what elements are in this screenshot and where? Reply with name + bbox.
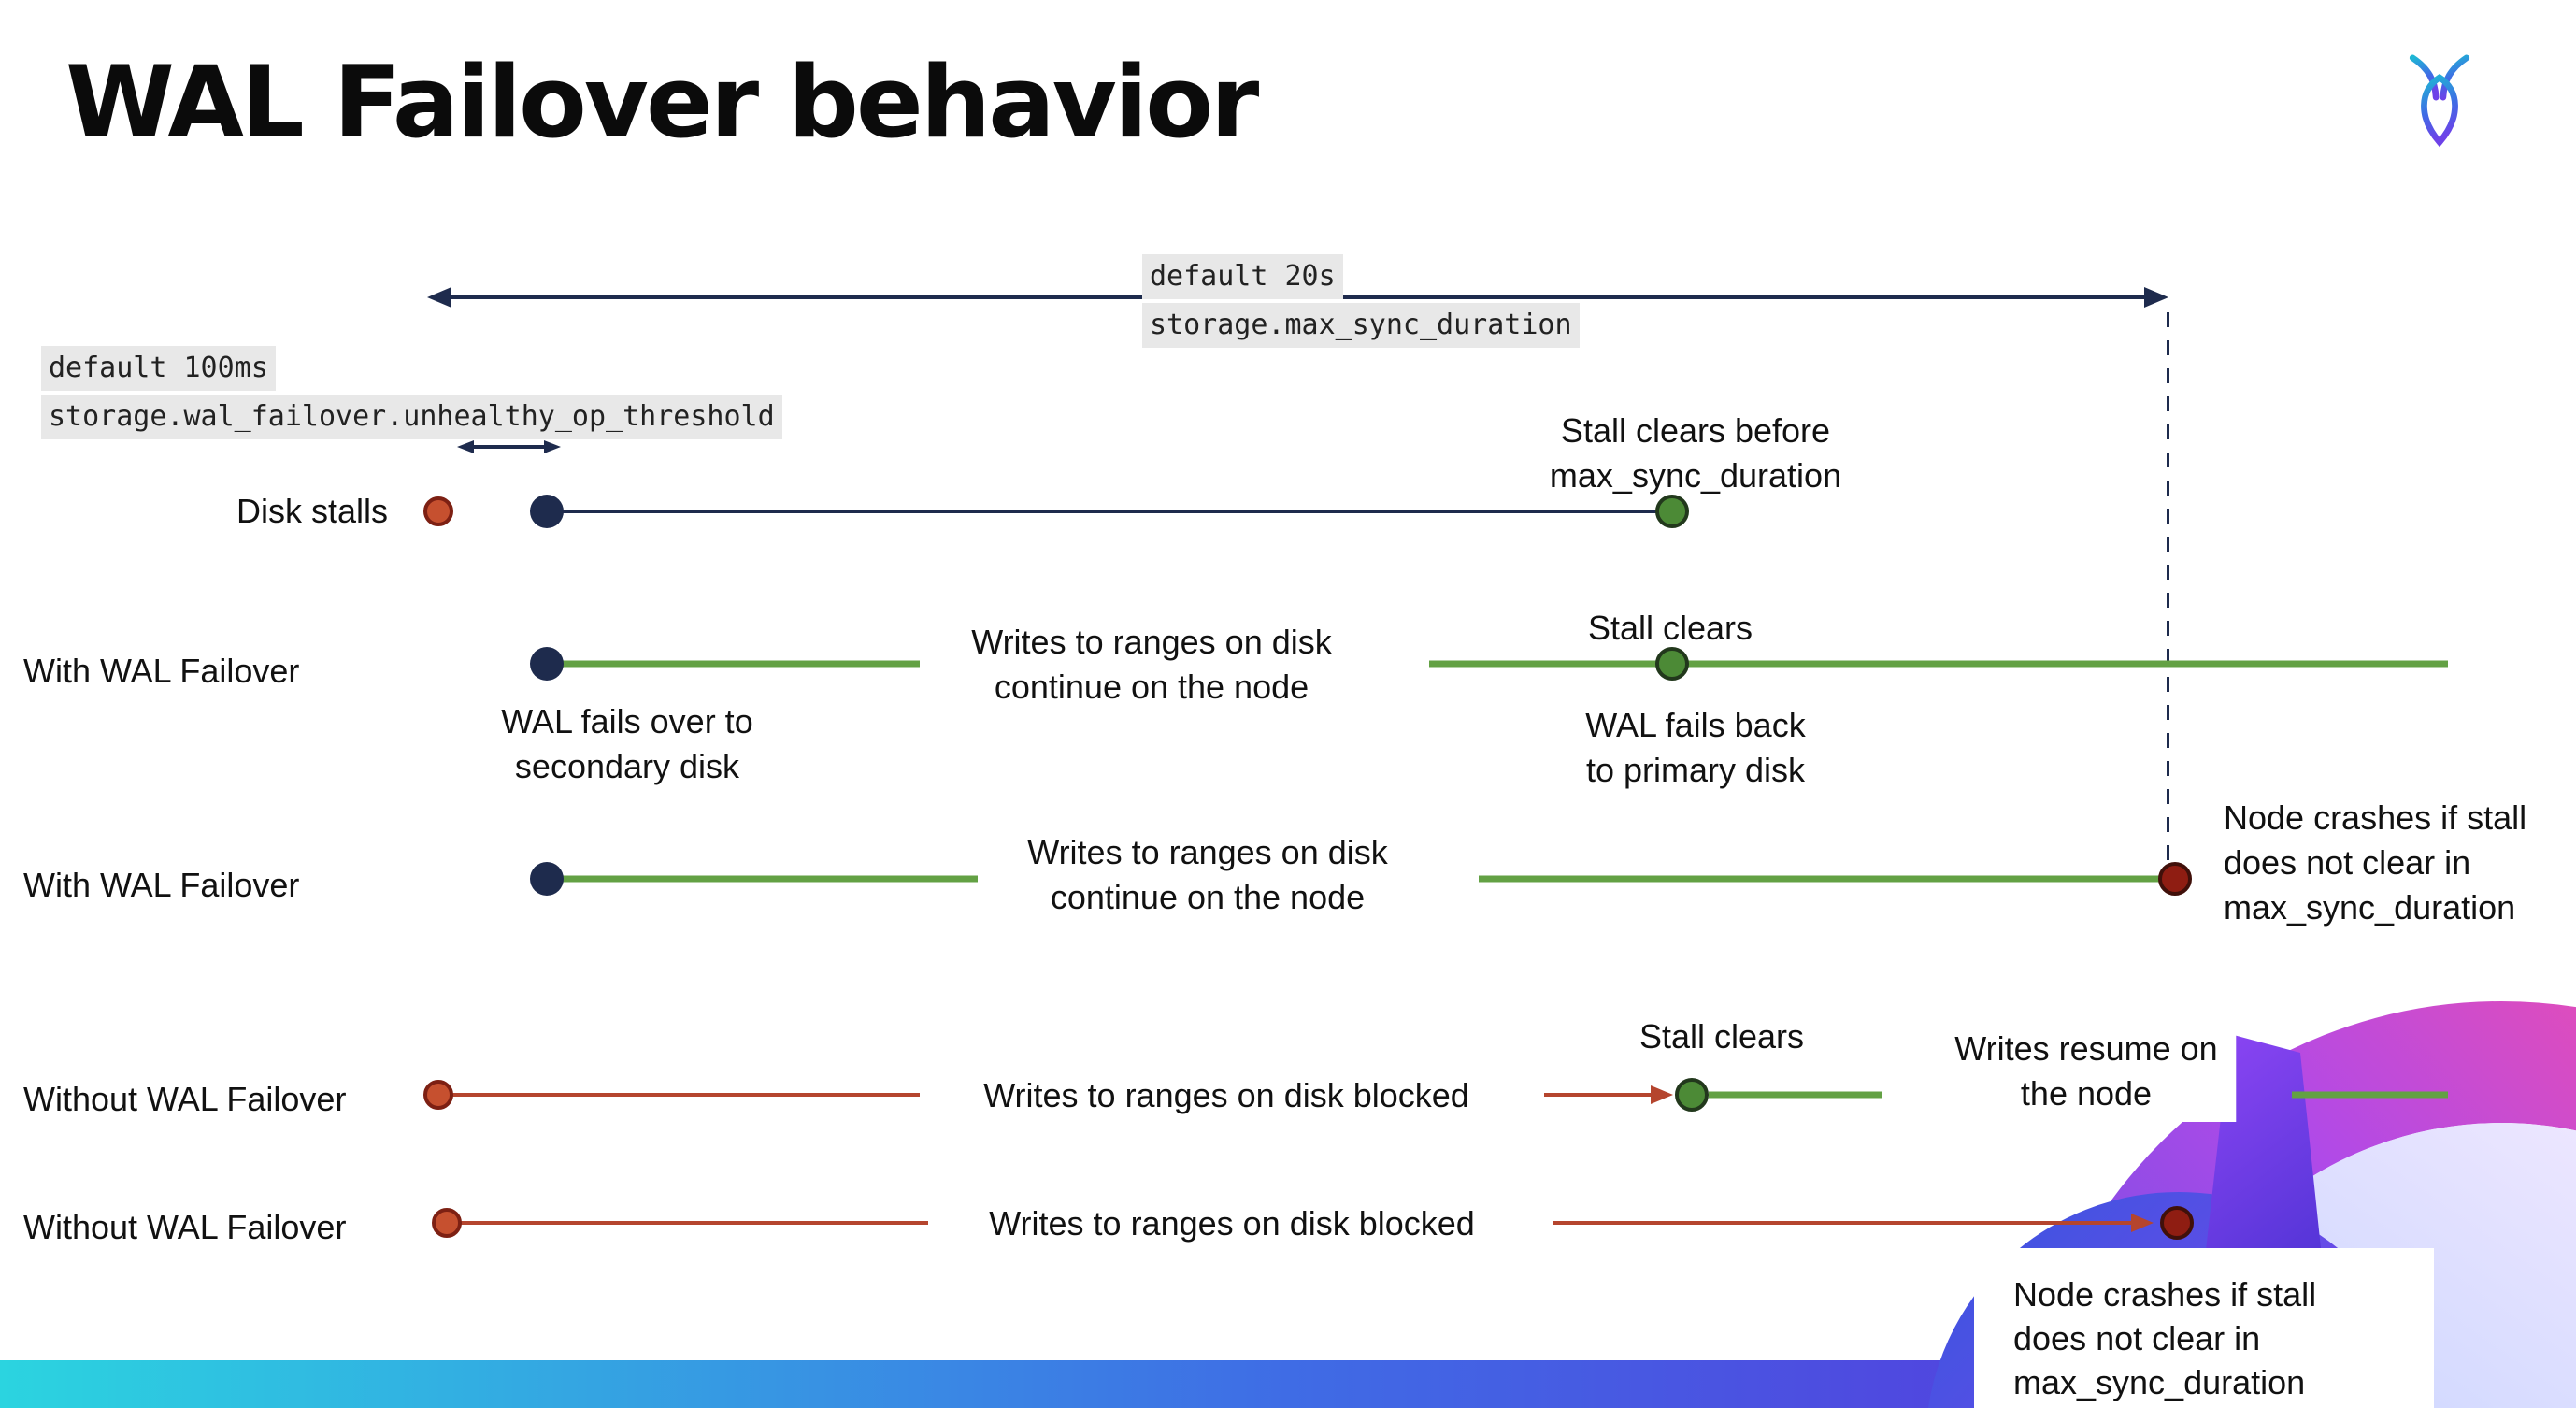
- without-wal-2-blocked-note: Writes to ranges on disk blocked: [989, 1204, 1475, 1243]
- without-wal-1-blocked-arrow-line: [1544, 1093, 1651, 1097]
- without-wal-1-stall-clears-dot: [1675, 1078, 1709, 1112]
- without-wal-1-resume-line-a: [1709, 1091, 1882, 1099]
- max-sync-duration-arrowhead-right: [2144, 287, 2168, 308]
- with-wal-2-writes-line-b: [1479, 875, 2166, 883]
- with-wal-1-writes-note: Writes to ranges on disk continue on the…: [971, 623, 1332, 706]
- without-wal-2-blocked-arrow-line: [1553, 1221, 2131, 1225]
- max-sync-deadline-dashed-line: [2167, 312, 2169, 868]
- failback-to-primary-note: WAL fails back to primary disk: [1585, 706, 1806, 789]
- row-label-disk-stalls: Disk stalls: [236, 492, 388, 530]
- without-wal-2-crash-note: Node crashes if stall does not clear in …: [2013, 1275, 2317, 1401]
- without-wal-2-crash-card: Node crashes if stall does not clear in …: [1974, 1248, 2434, 1408]
- writes-resume-note: Writes resume on the node: [1936, 1021, 2237, 1122]
- page-title: WAL Failover behavior: [65, 45, 1259, 160]
- threshold-arrowhead-left: [457, 440, 474, 453]
- with-wal-1-failover-dot: [530, 647, 564, 681]
- failover-to-secondary-note: WAL fails over to secondary disk: [501, 702, 753, 785]
- with-wal-1-stall-clears-dot: [1655, 647, 1689, 681]
- max-sync-duration-annotation: default 20s storage.max_sync_duration: [1142, 254, 1580, 352]
- with-wal-1-writes-line-a: [547, 660, 920, 668]
- without-wal-2-blocked-line: [447, 1221, 928, 1225]
- max-sync-duration-arrowhead-left: [427, 287, 451, 308]
- with-wal-1-writes-line-b: [1429, 660, 2448, 668]
- with-wal-2-failover-dot: [530, 862, 564, 896]
- stall-clears-before-note: Stall clears before max_sync_duration: [1549, 411, 1842, 495]
- disk-stalls-timeline: [547, 510, 1672, 513]
- row-label-without-wal-failover-1: Without WAL Failover: [23, 1080, 347, 1118]
- without-wal-1-blocked-note: Writes to ranges on disk blocked: [983, 1076, 1469, 1114]
- threshold-span-line: [470, 445, 545, 449]
- disk-stall-start-dot: [423, 496, 453, 526]
- without-wal-2-stall-dot: [432, 1208, 462, 1238]
- cockroachdb-logo-icon: [2409, 54, 2470, 148]
- row-label-with-wal-failover-2: With WAL Failover: [23, 866, 300, 904]
- threshold-reached-dot: [530, 495, 564, 528]
- threshold-default-label: default 100ms: [41, 346, 276, 391]
- with-wal-2-writes-note: Writes to ranges on disk continue on the…: [1027, 833, 1388, 916]
- threshold-setting-name: storage.wal_failover.unhealthy_op_thresh…: [41, 395, 782, 439]
- unhealthy-op-threshold-annotation: default 100ms storage.wal_failover.unhea…: [41, 346, 782, 443]
- with-wal-2-crash-dot: [2158, 862, 2192, 896]
- without-wal-1-arrowhead: [1651, 1085, 1673, 1104]
- with-wal-1-stall-clears-label: Stall clears: [1587, 609, 1753, 647]
- max-sync-setting-name: storage.max_sync_duration: [1142, 303, 1580, 348]
- max-sync-default-label: default 20s: [1142, 254, 1343, 299]
- row-label-without-wal-failover-2: Without WAL Failover: [23, 1208, 347, 1246]
- with-wal-2-writes-line-a: [547, 875, 978, 883]
- stall-clears-dot: [1655, 495, 1689, 528]
- threshold-arrowhead-right: [544, 440, 561, 453]
- without-wal-1-stall-dot: [423, 1080, 453, 1110]
- without-wal-2-arrowhead: [2131, 1214, 2154, 1232]
- row-label-with-wal-failover-1: With WAL Failover: [23, 652, 300, 690]
- without-wal-1-resume-line-b: [2292, 1091, 2448, 1099]
- without-wal-1-stall-clears-label: Stall clears: [1639, 1017, 1805, 1056]
- without-wal-2-crash-dot: [2160, 1206, 2194, 1240]
- without-wal-1-blocked-line: [438, 1093, 920, 1097]
- with-wal-2-crash-note: Node crashes if stall does not clear in …: [2224, 798, 2527, 927]
